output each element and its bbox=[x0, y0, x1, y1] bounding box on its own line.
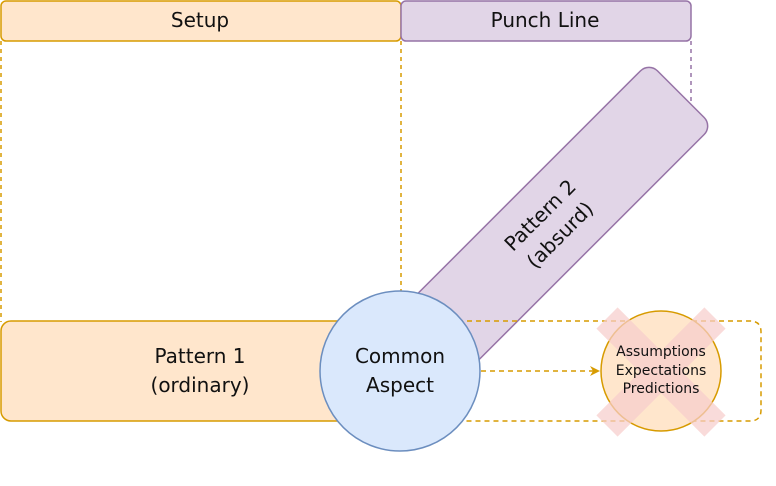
pattern1-label-line2: (ordinary) bbox=[151, 373, 250, 397]
common-aspect-label-line1: Common bbox=[355, 344, 445, 368]
punch-line-header-label: Punch Line bbox=[491, 8, 600, 32]
setup-header: Setup bbox=[0, 0, 402, 42]
common-aspect-node: Common Aspect bbox=[319, 290, 481, 452]
pattern2-box: Pattern 2 (absurd) bbox=[391, 66, 709, 384]
pattern1-label-line1: Pattern 1 bbox=[154, 344, 245, 368]
outcome-label-assumptions: Assumptions bbox=[616, 344, 706, 360]
setup-header-label: Setup bbox=[171, 8, 229, 32]
outcome-label-expectations: Expectations bbox=[616, 363, 707, 379]
outcome-label-predictions: Predictions bbox=[623, 381, 700, 397]
pattern1-box: Pattern 1 (ordinary) bbox=[0, 320, 402, 422]
x-cross-icon bbox=[596, 307, 726, 437]
punch-line-header: Punch Line bbox=[400, 0, 692, 42]
common-aspect-label-line2: Aspect bbox=[366, 373, 434, 397]
